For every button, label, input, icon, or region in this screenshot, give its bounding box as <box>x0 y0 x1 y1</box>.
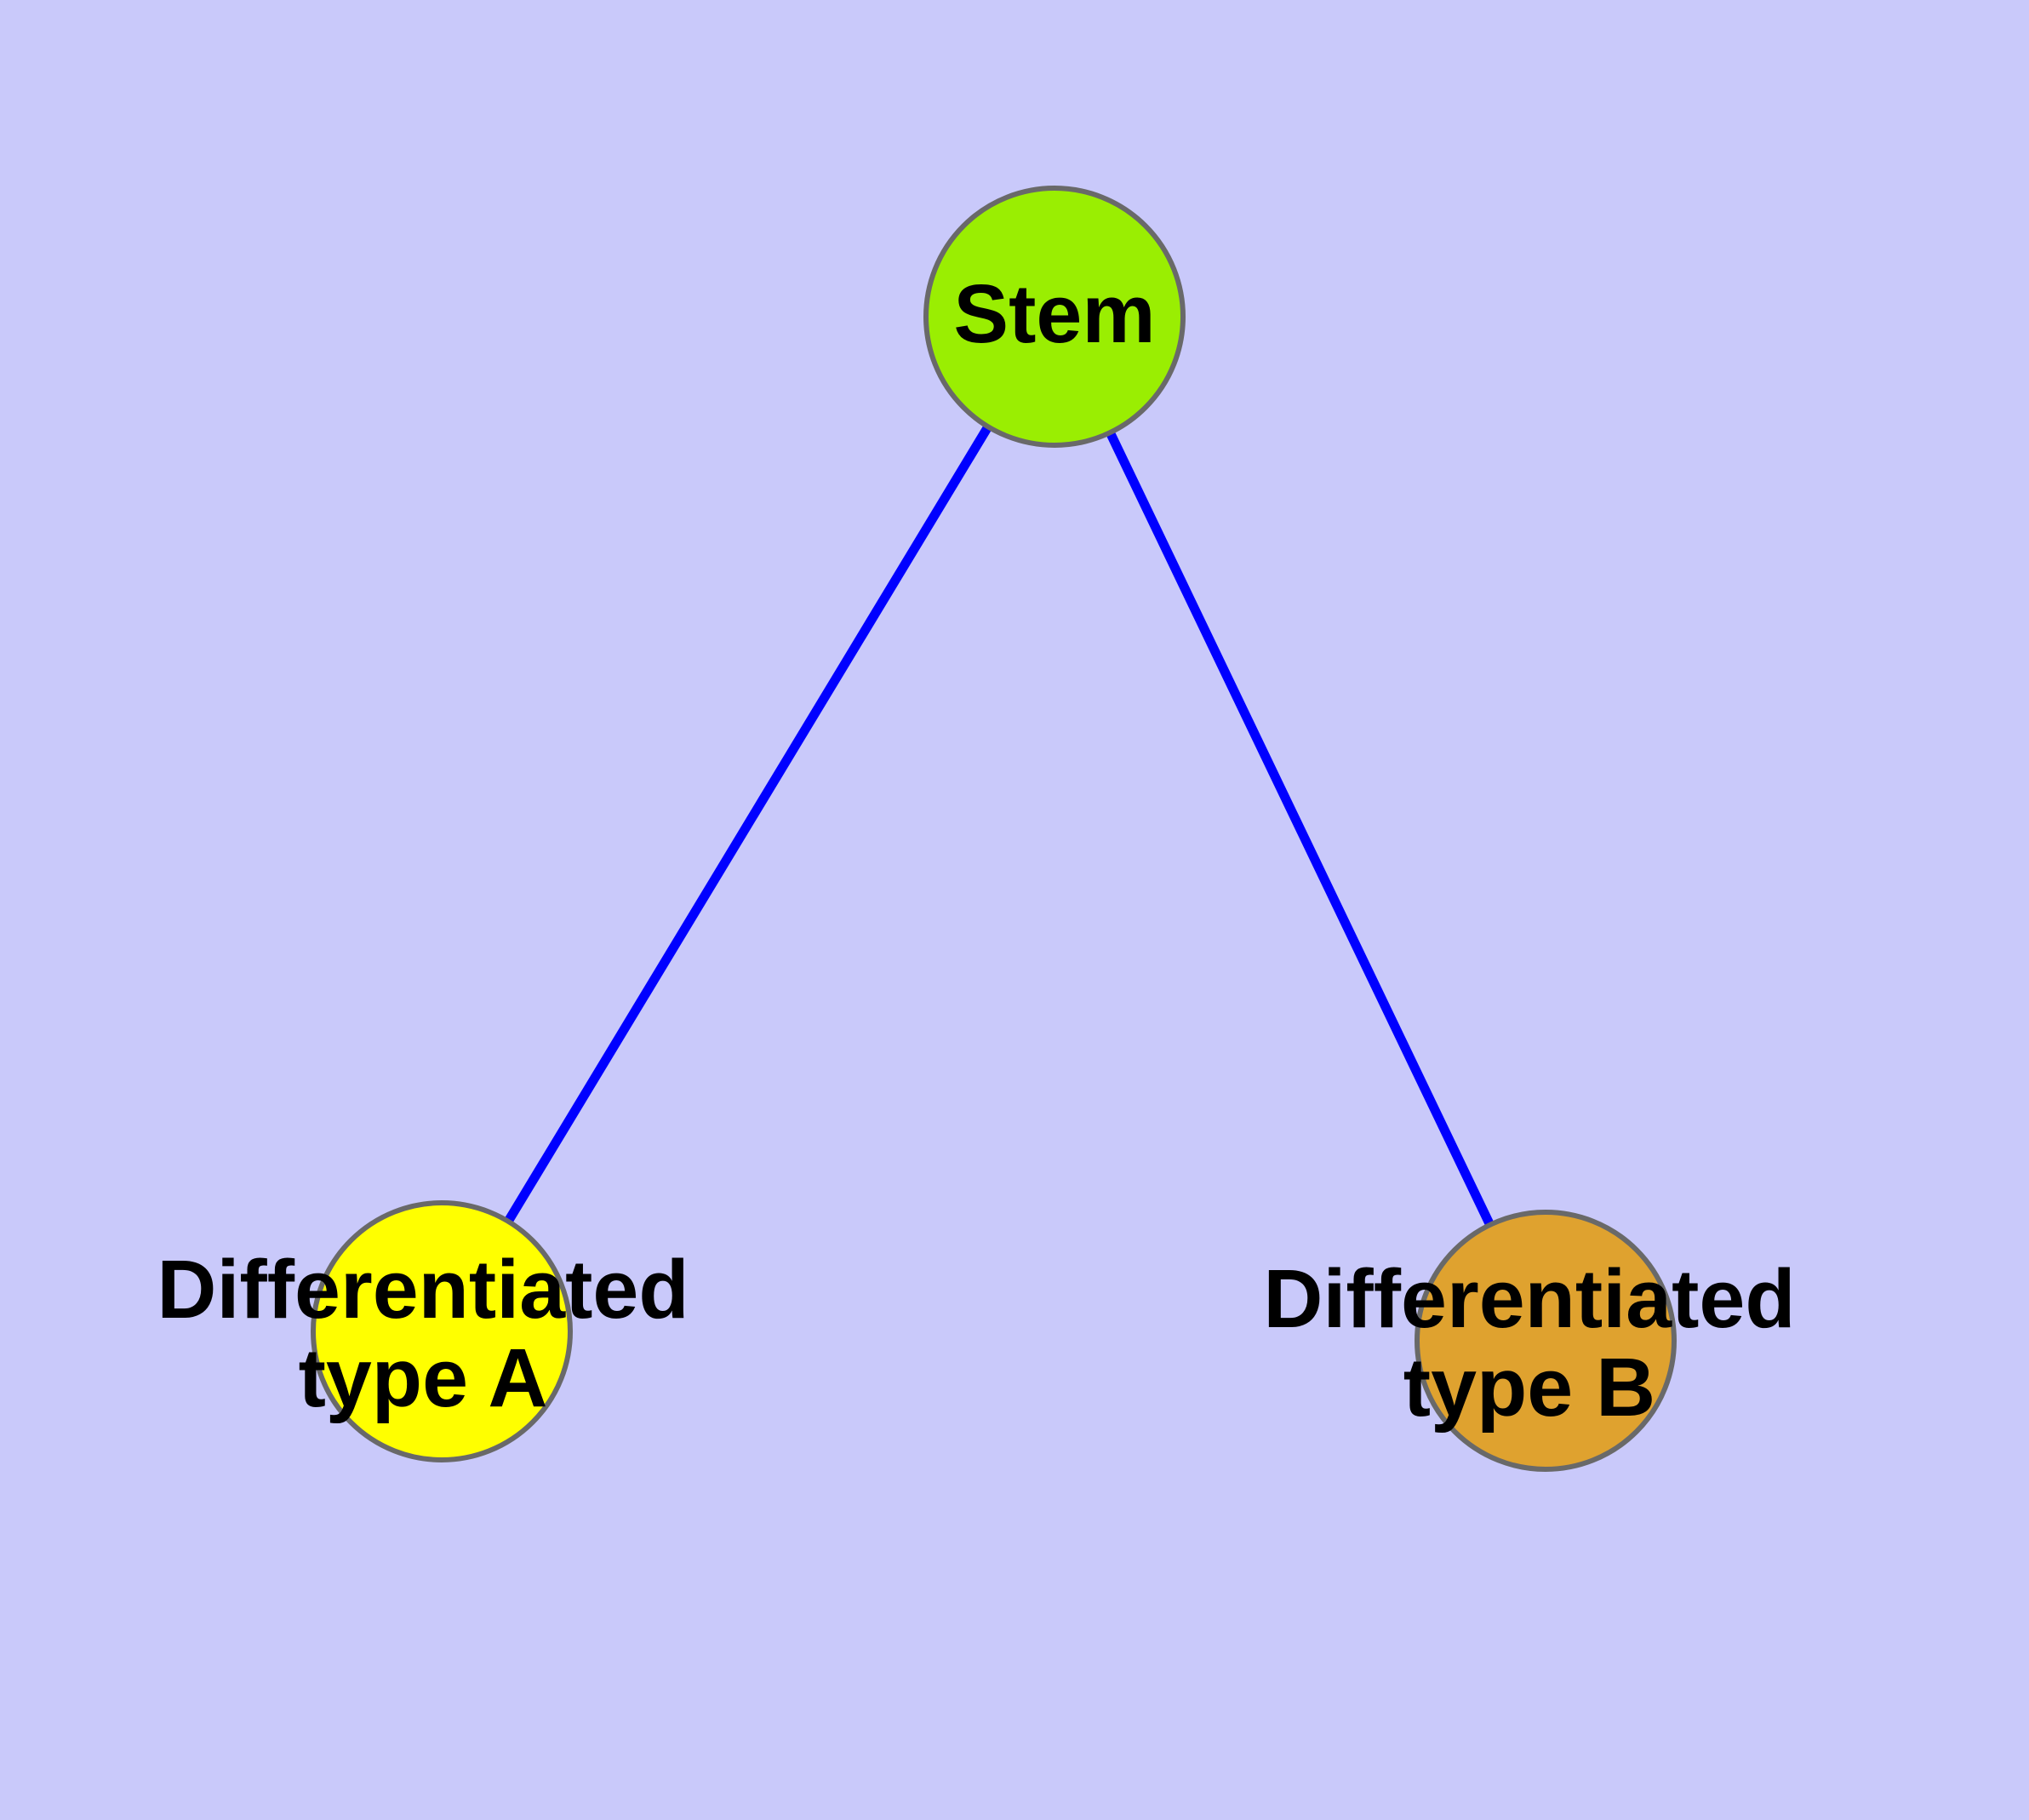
node-label-diff-b-line-2: type B <box>1403 1341 1655 1434</box>
graph-node-diff-a[interactable] <box>311 1200 573 1462</box>
node-label-diff-a-line-1: Differentiated <box>157 1243 689 1336</box>
node-layer <box>311 186 1677 1472</box>
graph-edge-stem-to-diff-b[interactable] <box>1050 314 1550 1343</box>
graph-node-stem[interactable] <box>923 186 1186 448</box>
node-label-stem-line-1: Stem <box>953 267 1155 360</box>
edge-layer <box>437 314 1550 1343</box>
node-label-diff-b-line-1: Differentiated <box>1263 1252 1795 1345</box>
graph-edge-stem-to-diff-a[interactable] <box>437 314 1059 1334</box>
node-label-diff-a-line-2: type A <box>299 1331 548 1424</box>
graph-node-diff-b[interactable] <box>1415 1210 1677 1472</box>
